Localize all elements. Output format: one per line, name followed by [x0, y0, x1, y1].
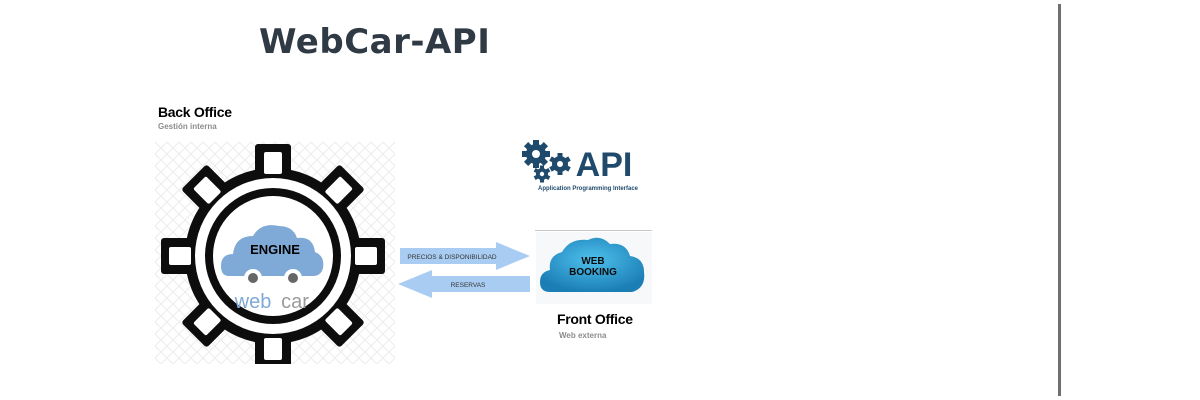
cloud-line-1: WEB — [581, 256, 604, 267]
api-logo-text: API — [576, 146, 633, 184]
web-booking-cloud: WEB BOOKING — [536, 232, 652, 304]
cloud-icon — [540, 237, 645, 292]
cloud-line-2: BOOKING — [569, 267, 617, 278]
front-office-label: Front Office — [557, 311, 633, 327]
api-gears-icon — [522, 140, 571, 183]
brand-web-text: web — [234, 291, 272, 313]
arrow-left-icon — [398, 270, 530, 298]
page-title: WebCar-API — [259, 22, 491, 62]
arrow-right-icon — [400, 242, 530, 270]
engine-gear-diagram: ENGINE web car — [155, 142, 395, 368]
engine-cloud-icon — [221, 225, 324, 287]
arrow-label-reservas: RESERVAS — [451, 282, 486, 289]
vertical-divider-line — [1058, 4, 1061, 396]
brand-car-text: car — [281, 291, 309, 313]
back-office-sublabel: Gestión interna — [158, 122, 217, 131]
data-flow-arrows: PRECIOS & DISPONIBILIDAD RESERVAS — [396, 236, 536, 300]
api-logo-caption: Application Programming Interface — [538, 186, 639, 192]
engine-label: ENGINE — [250, 242, 300, 257]
gear-icon: ENGINE web car — [155, 142, 395, 368]
back-office-label: Back Office — [158, 104, 232, 120]
arrow-label-prices: PRECIOS & DISPONIBILIDAD — [407, 254, 497, 261]
api-divider-line — [535, 230, 652, 231]
api-logo: API Application Programming Interface — [518, 138, 648, 194]
front-office-sublabel: Web externa — [559, 331, 607, 340]
